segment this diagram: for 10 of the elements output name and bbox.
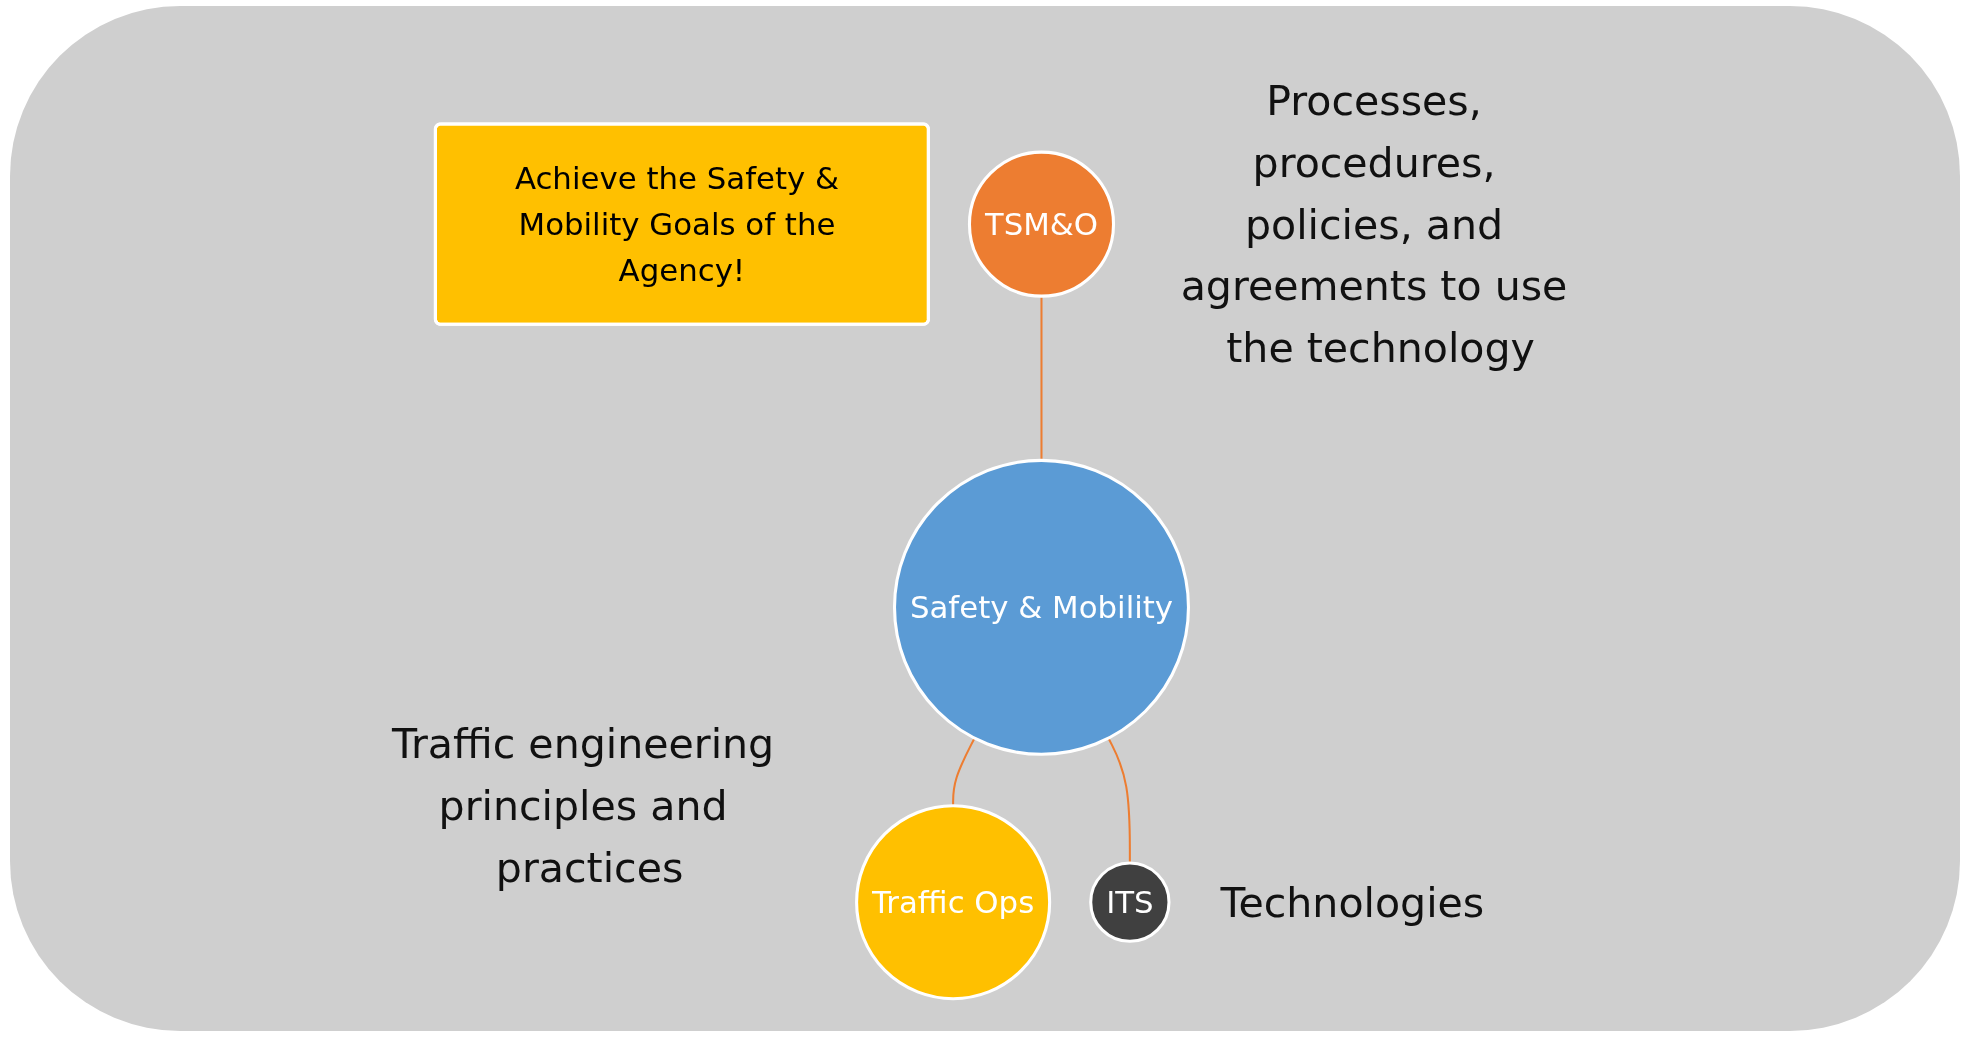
node-circle: Traffic Ops xyxy=(855,803,1052,1000)
node-label: Processes, procedures, policies, and agreements to use the technology xyxy=(1180,76,1568,371)
connector xyxy=(1107,737,1131,863)
node-circle: Safety & Mobility xyxy=(892,458,1190,756)
node-circle: ITS xyxy=(1089,861,1171,943)
node-label: Traffic engineering principles and practices xyxy=(391,719,775,891)
connector xyxy=(952,737,976,806)
node-label: Technologies xyxy=(1220,878,1485,926)
node-circle: TSM&O xyxy=(967,150,1115,298)
connector xyxy=(1040,295,1043,460)
